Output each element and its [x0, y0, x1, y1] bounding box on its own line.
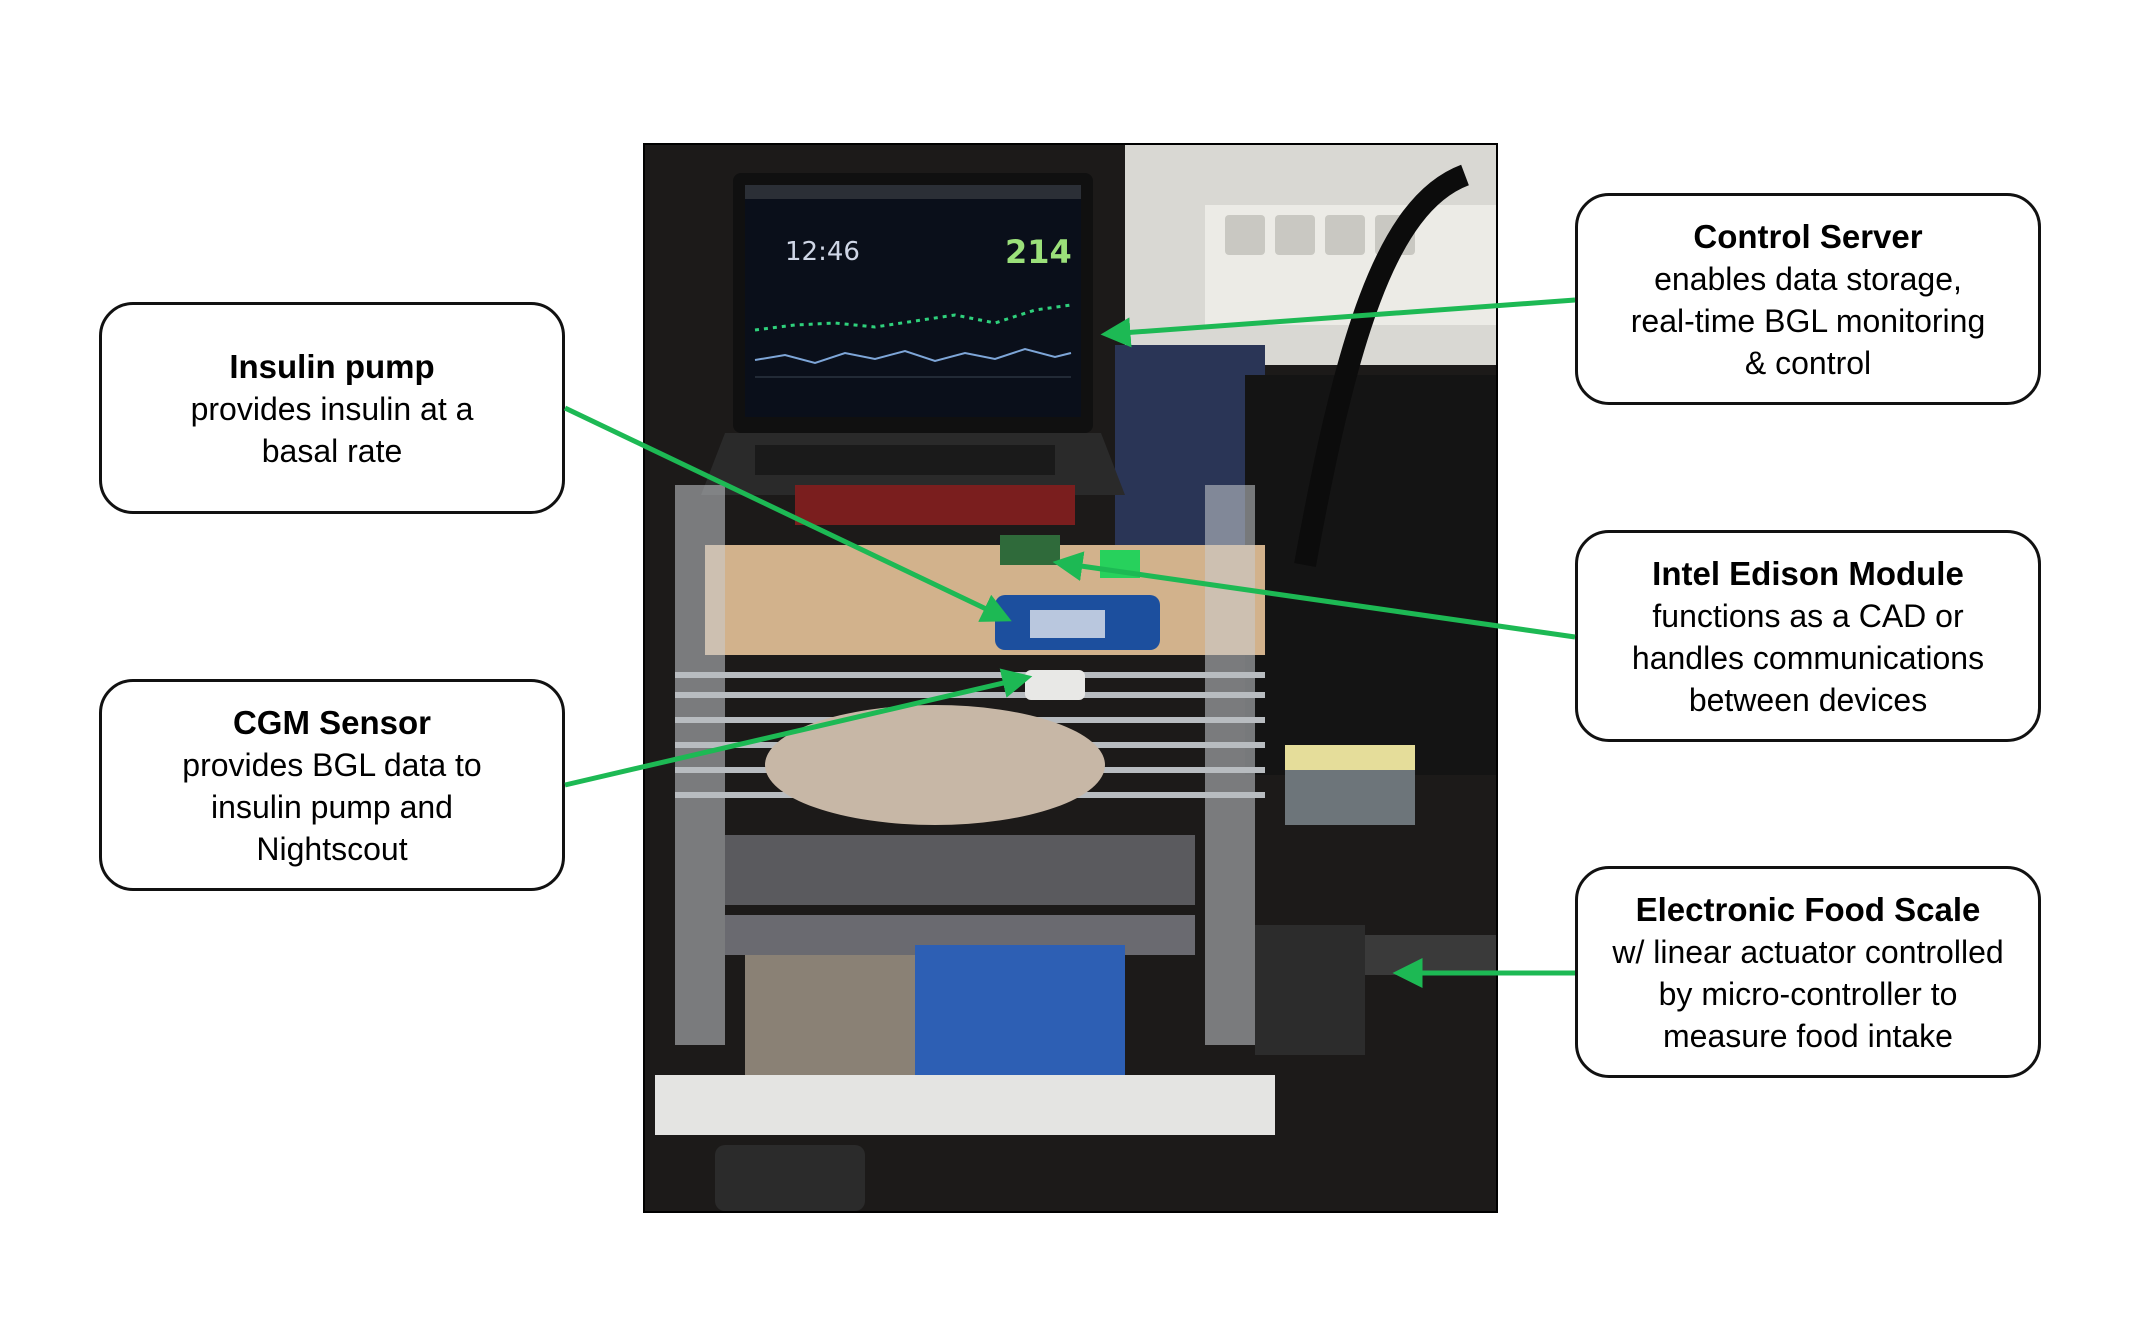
intel-edison-desc-line-1: functions as a CAD or [1652, 597, 1964, 634]
insulin-pump-title: Insulin pump [229, 347, 435, 385]
insulin-pump-desc-line-1: provides insulin at a [190, 390, 474, 427]
cgm-sensor-desc-line-3: Nightscout [256, 830, 408, 867]
cgm-sensor-callout: CGM Sensor provides BGL data to insulin … [99, 679, 565, 891]
screen-time: 12:46 [785, 237, 860, 267]
cgm-sensor-title: CGM Sensor [232, 703, 432, 741]
setup-photo: 12:46 214 [643, 143, 1498, 1213]
edison-board [1000, 535, 1060, 565]
intel-edison-desc-line-3: between devices [1688, 681, 1928, 718]
insulin-pump-callout: Insulin pump provides insulin at a basal… [99, 302, 565, 514]
control-server-desc-line-1: enables data storage, [1654, 260, 1962, 297]
insulin-pump-device [995, 595, 1160, 650]
food-scale-device [1255, 745, 1496, 1055]
cgm-sensor-desc-line-1: provides BGL data to [182, 746, 482, 783]
intel-edison-callout: Intel Edison Module functions as a CAD o… [1575, 530, 2041, 742]
intel-edison-title: Intel Edison Module [1652, 554, 1964, 592]
laptop: 12:46 214 [701, 173, 1125, 495]
food-scale-desc-line-3: measure food intake [1663, 1017, 1953, 1054]
cgm-device [1025, 670, 1085, 700]
food-scale-desc-line-1: w/ linear actuator controlled [1612, 933, 2004, 970]
food-scale-title: Electronic Food Scale [1635, 890, 1981, 928]
screen-bgl: 214 [1005, 233, 1072, 271]
intel-edison-desc-line-2: handles communications [1631, 639, 1985, 676]
cgm-sensor-desc-line-2: insulin pump and [211, 788, 453, 825]
food-scale-callout: Electronic Food Scale w/ linear actuator… [1575, 866, 2041, 1078]
food-scale-desc-line-2: by micro-controller to [1658, 975, 1958, 1012]
control-server-desc-line-2: real-time BGL monitoring [1630, 302, 1986, 339]
control-server-desc-line-3: & control [1744, 344, 1872, 381]
insulin-pump-desc-line-2: basal rate [261, 432, 403, 469]
control-server-callout: Control Server enables data storage, rea… [1575, 193, 2041, 405]
control-server-title: Control Server [1693, 217, 1923, 255]
edison-tag [1100, 550, 1140, 578]
